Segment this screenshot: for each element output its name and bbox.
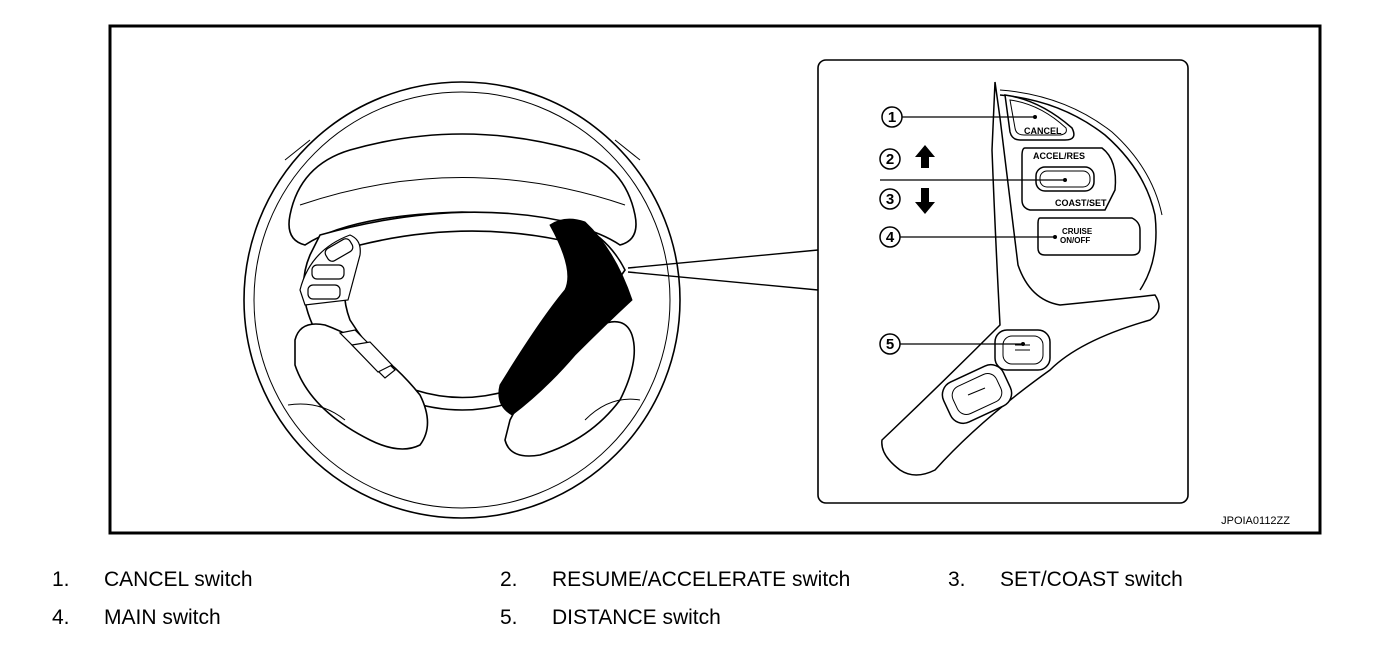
- highlighted-switch-area: [498, 218, 633, 416]
- legend-label: DISTANCE switch: [552, 606, 721, 629]
- legend-label: SET/COAST switch: [1000, 568, 1183, 591]
- detail-leader-bottom: [627, 271, 819, 291]
- up-arrow-icon: [915, 145, 935, 168]
- legend-label: MAIN switch: [104, 606, 221, 629]
- cruise-switch-label-line2: ON/OFF: [1060, 236, 1090, 245]
- legend-number: 3.: [948, 568, 966, 591]
- steering-wheel-diagram: CANCEL ACCEL/RES COAST/SET CRUISE ON/OFF…: [108, 24, 1322, 535]
- legend-number: 1.: [52, 568, 70, 591]
- legend-label: CANCEL switch: [104, 568, 253, 591]
- legend-number: 5.: [500, 606, 518, 629]
- image-code: JPOIA0112ZZ: [1221, 515, 1290, 527]
- callout-5: 5: [886, 336, 894, 353]
- callout-4: 4: [886, 229, 895, 246]
- callout-circle-3: [879, 188, 901, 210]
- detail-leader-top: [627, 249, 819, 269]
- callout-1: 1: [888, 109, 896, 126]
- cruise-switch-label-line1: CRUISE: [1062, 227, 1093, 236]
- cancel-switch-label: CANCEL: [1024, 126, 1062, 136]
- accel-res-switch-label: ACCEL/RES: [1033, 151, 1085, 161]
- callout-circle-2: [879, 148, 901, 170]
- legend-number: 4.: [52, 606, 70, 629]
- coast-set-switch-label: COAST/SET: [1055, 198, 1107, 208]
- callout-3: 3: [886, 191, 894, 208]
- legend-label: RESUME/ACCELERATE switch: [552, 568, 851, 591]
- legend-number: 2.: [500, 568, 518, 591]
- down-arrow-icon: [915, 188, 935, 214]
- callout-2: 2: [886, 151, 894, 168]
